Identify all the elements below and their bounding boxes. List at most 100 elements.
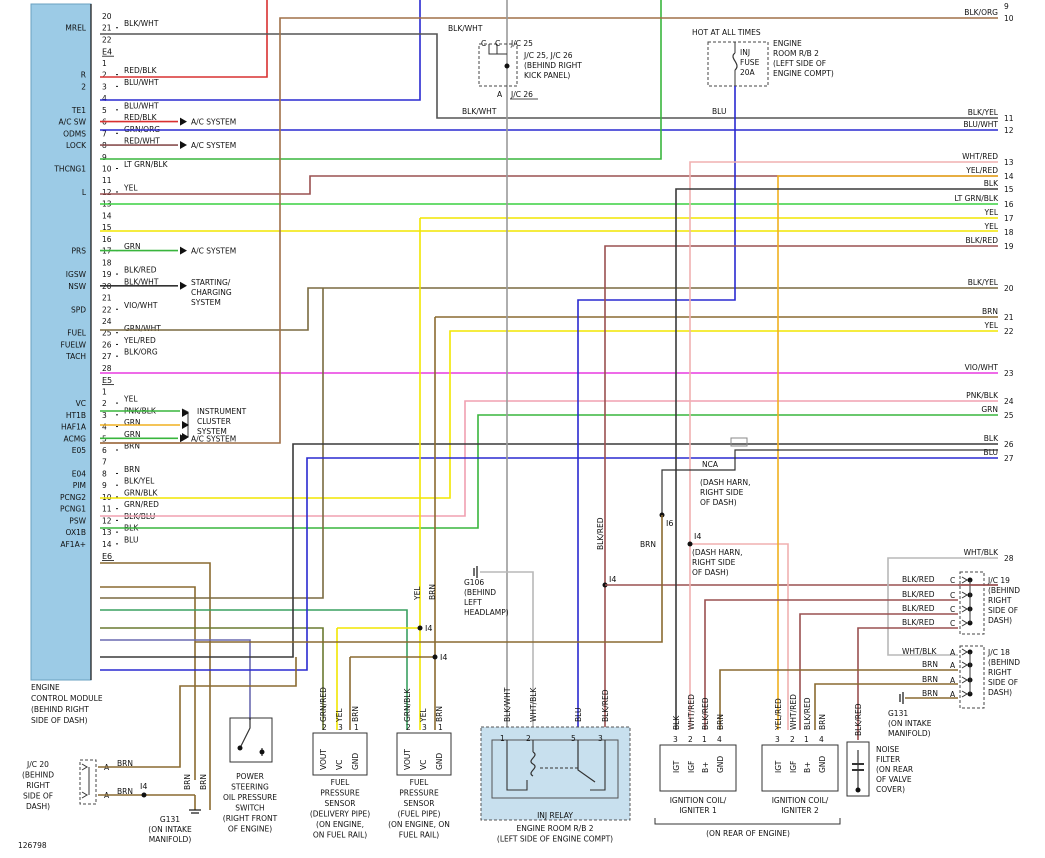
system-label: SYSTEM — [191, 298, 221, 307]
sensor2-label: FUEL — [410, 778, 430, 787]
wire-color-label: YEL — [419, 708, 428, 723]
fuse-location: ENGINE COMPT) — [773, 69, 834, 78]
wire-af1a — [100, 457, 998, 671]
coil2-pin-number: 4 — [819, 735, 824, 744]
jc25-caption: KICK PANEL) — [524, 71, 570, 80]
ecm-pin-number: 12 — [102, 188, 112, 197]
ecm-pin-label: IGSW — [66, 270, 87, 279]
sensor1-label: PRESSURE — [320, 789, 360, 798]
right-wire-number: 25 — [1004, 411, 1014, 420]
g106-label: (BEHIND — [464, 588, 496, 597]
coils-note: (ON REAR OF ENGINE) — [706, 829, 790, 838]
system-label: A/C SYSTEM — [191, 434, 236, 443]
jc25-pin: C — [481, 39, 486, 48]
right-wire-color: WHT/BLK — [964, 548, 999, 557]
system-label: CHARGING — [191, 288, 232, 297]
fuse-name: INJ — [740, 48, 750, 57]
ecm-pin-number: 12 — [102, 516, 112, 525]
right-wire-color: YEL — [984, 222, 999, 231]
right-wire-number: 17 — [1004, 214, 1014, 223]
jc20-label: J/C 20 — [26, 760, 49, 769]
ecm-pin-number: 15 — [102, 223, 112, 232]
right-wire-color: BLU/WHT — [963, 120, 998, 129]
splice-i4 — [141, 792, 147, 798]
wire-color-label: BLK/WHT — [462, 107, 497, 116]
ecm-pin-label: THCNG1 — [53, 164, 86, 173]
sensor1-label: (ON ENGINE, — [316, 820, 364, 829]
ecm-caption: (BEHIND RIGHT — [31, 705, 89, 714]
right-wire-number: 15 — [1004, 185, 1014, 194]
system-label: A/C SYSTEM — [191, 247, 236, 256]
wire-wht-blk-28 — [887, 557, 998, 656]
splice-dot — [687, 541, 693, 547]
coil2-pin: IGT — [774, 760, 783, 773]
ecm-pin-label: PIM — [73, 481, 86, 490]
right-wire-number: 23 — [1004, 369, 1014, 378]
right-wire-number: 10 — [1004, 14, 1014, 23]
coil2-pin: IGF — [789, 761, 798, 773]
ecm-pin-label: TE1 — [71, 106, 86, 115]
g131-top-label: (ON INTAKE — [888, 719, 932, 728]
right-wire-number: 28 — [1004, 554, 1014, 563]
jc18-label: RIGHT — [988, 668, 1012, 677]
wire-color-label: BLK/RED — [601, 689, 610, 722]
g131-top-label: G131 — [888, 709, 908, 718]
wire-wht-red-branch — [690, 543, 789, 730]
ecm-pin-label: E04 — [72, 469, 87, 478]
wire-color-label: YEL — [413, 586, 422, 601]
right-wire-number: 13 — [1004, 158, 1014, 167]
ecm-caption: SIDE OF DASH) — [31, 716, 88, 725]
sensor2-label: FUEL RAIL) — [399, 831, 440, 840]
jc25-pin: A — [497, 90, 503, 99]
ecm-pin-label: FUELW — [61, 340, 87, 349]
instrument-cluster-label: SYSTEM — [197, 427, 227, 436]
jc25-pin: C — [495, 39, 500, 48]
sensor1-label: ON FUEL RAIL) — [313, 831, 367, 840]
wire-tach — [100, 17, 998, 444]
noise-filter-label: FILTER — [876, 755, 900, 764]
splice-i4 — [417, 625, 423, 631]
wire-color-label: GRN/BLK — [403, 688, 412, 722]
nca-note: OF DASH) — [700, 498, 737, 507]
sensor1-box — [312, 732, 368, 776]
jc20-label: DASH) — [26, 802, 50, 811]
wire-color-label: WHT/BLK — [902, 647, 937, 656]
wire-color-label: RED/BLK — [124, 113, 158, 122]
sensor2-box — [396, 732, 452, 776]
relay-pin-number: 3 — [598, 734, 603, 743]
wire-color-label: BRN — [117, 787, 133, 796]
fuse-location: ENGINE — [773, 39, 802, 48]
wire-color-label: BRN — [922, 675, 938, 684]
wire-color-label: YEL/RED — [123, 336, 156, 345]
wire-color-label: BRN — [124, 442, 140, 451]
right-wire-number: 20 — [1004, 284, 1014, 293]
ecm-pin-label: FUEL — [67, 329, 87, 338]
wire-color-label: LT GRN/BLK — [124, 160, 169, 169]
coil2-label: IGNITION COIL/ — [772, 796, 829, 805]
right-wire-number: 22 — [1004, 327, 1014, 336]
sensor2-pin: VC — [419, 760, 428, 770]
nca-note: (DASH HARN, — [700, 478, 750, 487]
coil1-pin-number: 4 — [717, 735, 722, 744]
ecm-connector-id: E6 — [102, 552, 112, 561]
wire-color-label: BLU — [124, 535, 138, 544]
switch-lever — [239, 718, 251, 749]
jc25-bus — [488, 44, 507, 55]
jc18-pin-icon — [961, 661, 968, 669]
arrow-icon — [180, 117, 187, 126]
ecm-pin-number: 16 — [102, 235, 112, 244]
ecm-pin-label: E05 — [72, 446, 87, 455]
ecm-pin-number: 21 — [102, 24, 112, 33]
ecm-pin-number: 5 — [102, 106, 107, 115]
jc18-pin-icon — [961, 690, 968, 698]
ecm-pin-number: 25 — [102, 329, 112, 338]
wire-color-label: WHT/BLK — [529, 687, 538, 722]
jc18-label: SIDE OF — [988, 678, 1018, 687]
wire-color-label: BLU — [574, 708, 583, 722]
coil2-pin-number: 2 — [790, 735, 795, 744]
system-label: A/C SYSTEM — [191, 141, 236, 150]
ecm-pin-label: HAF1A — [61, 423, 87, 432]
coil1-pin: GND — [716, 756, 725, 773]
right-wire-color: PNK/BLK — [966, 391, 999, 400]
wire-color-label: YEL — [123, 183, 138, 192]
